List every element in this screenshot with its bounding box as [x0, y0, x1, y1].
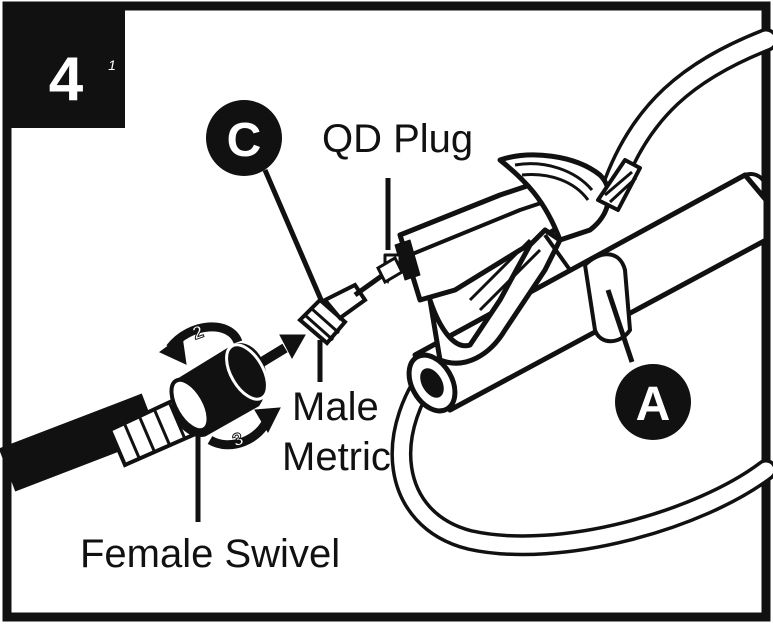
step-mark: 1: [108, 57, 116, 73]
connector-assembly: [297, 255, 404, 346]
callout-a: A: [615, 364, 691, 440]
callout-c-label: C: [227, 114, 262, 167]
step-number-box: 4 1: [7, 6, 125, 128]
female-swivel-hose: 2 3: [0, 321, 306, 492]
label-metric: Metric: [282, 435, 391, 479]
leader-lines: [195, 169, 635, 522]
label-male: Male: [292, 385, 379, 429]
callout-c: C: [206, 100, 282, 176]
spray-gun: [383, 152, 642, 366]
label-female-swivel: Female Swivel: [80, 532, 340, 576]
callout-a-label: A: [636, 378, 671, 431]
spray-lance: [406, 172, 770, 414]
label-qd-plug: QD Plug: [322, 117, 473, 161]
step-number: 4: [49, 45, 84, 114]
